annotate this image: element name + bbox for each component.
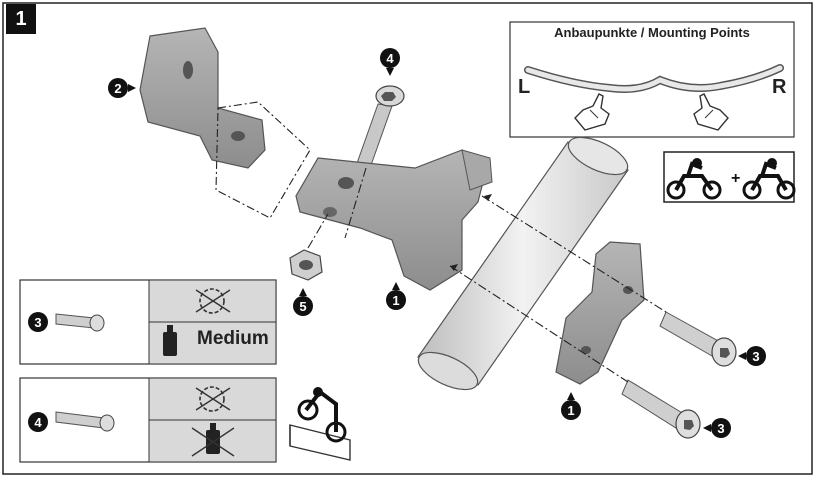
callout-bolt-top: 4	[380, 48, 400, 76]
callout-bolt-right-a: 3	[738, 346, 766, 366]
lower-clamp-part	[555, 241, 645, 385]
threadlock-bottle-icon	[163, 325, 177, 356]
left-side-label: L	[518, 76, 531, 98]
svg-text:3: 3	[752, 349, 759, 364]
bolt-top	[355, 85, 405, 169]
rider-passenger-icon: +	[663, 151, 796, 203]
svg-text:3: 3	[34, 315, 41, 330]
mounting-points-box	[509, 21, 795, 138]
callout-bolt-right-b: 3	[703, 418, 731, 438]
legend-row-1: 3	[19, 279, 277, 365]
mounting-points-title: Anbaupunkte / Mounting Points	[554, 25, 750, 40]
plus-sign: +	[731, 170, 740, 187]
right-side-label: R	[772, 76, 787, 98]
svg-text:2: 2	[114, 81, 121, 96]
bolt-right-b	[621, 379, 701, 439]
outer-frame	[2, 2, 813, 475]
handlebar-tube	[417, 136, 629, 391]
callout-legend-1: 3	[28, 312, 48, 332]
no-grease-icon	[195, 288, 231, 314]
pointing-hand-left-icon	[574, 93, 610, 131]
callout-nut: 5	[293, 288, 313, 316]
no-threadlock-icon	[191, 423, 235, 457]
bolt-right-a	[659, 311, 737, 367]
svg-text:4: 4	[386, 51, 394, 66]
legend-bolt-icon-2	[55, 411, 115, 432]
motorcycle-stand-icon	[289, 387, 351, 461]
assembly-lines	[307, 167, 667, 383]
svg-text:5: 5	[299, 299, 306, 314]
nut-part	[289, 249, 323, 281]
pointing-hand-right-icon	[693, 93, 729, 131]
callout-clamp-upper: 1	[386, 282, 406, 310]
upper-clamp-part	[295, 149, 493, 291]
svg-text:1: 1	[392, 293, 399, 308]
svg-text:3: 3	[717, 421, 724, 436]
svg-text:4: 4	[34, 415, 42, 430]
svg-text:1: 1	[567, 403, 574, 418]
callout-bracket: 2	[108, 78, 136, 98]
legend-bolt-icon	[55, 313, 105, 332]
bracket-dashed-outline	[215, 101, 311, 219]
callout-clamp-lower: 1	[561, 392, 581, 420]
no-grease-icon-2	[195, 386, 231, 412]
callout-legend-2: 4	[28, 412, 48, 432]
bracket-part	[139, 27, 266, 169]
legend-row-2: 4	[19, 377, 277, 463]
threadlock-strength-label: Medium	[197, 328, 269, 349]
step-number-badge: 1	[6, 4, 36, 34]
